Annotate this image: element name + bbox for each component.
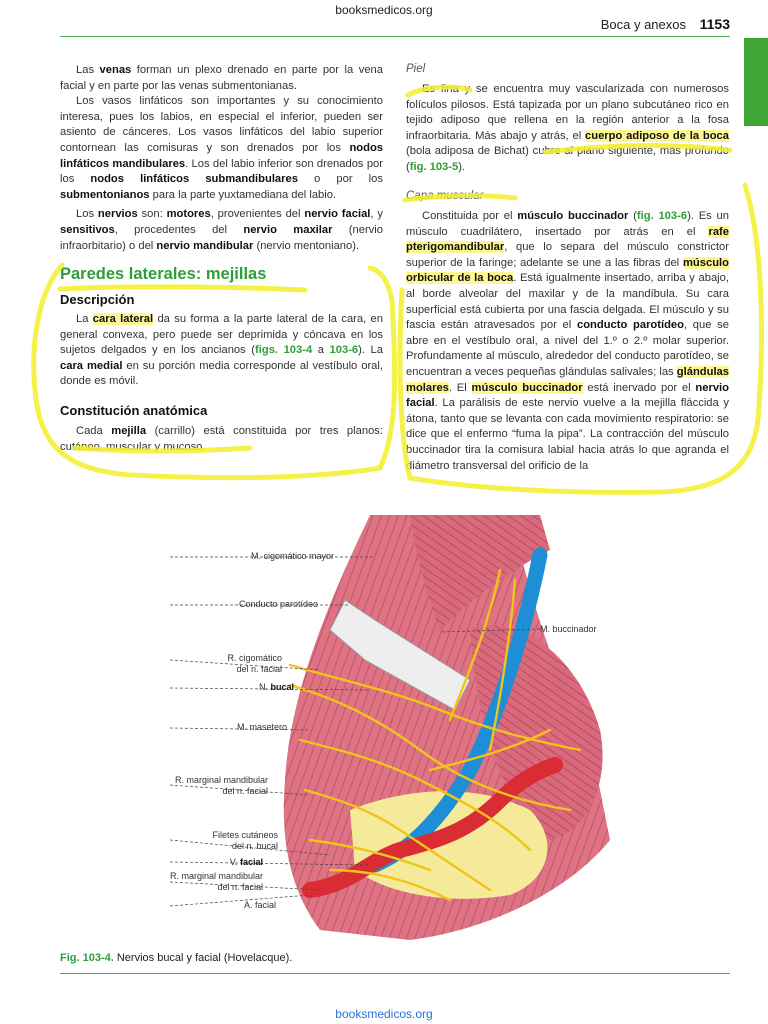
zygomaticus-muscle <box>410 515 550 630</box>
page-number: 1153 <box>699 16 730 32</box>
site-watermark-top[interactable]: booksmedicos.org <box>335 3 433 17</box>
chapter-thumb-tab <box>744 38 768 126</box>
label-masetero: M. masetero <box>236 722 287 732</box>
label-leaders <box>169 556 541 907</box>
highlight-stroke-plano <box>542 143 733 155</box>
anatomy-illustration <box>169 515 610 940</box>
subsection-descripcion: Descripción <box>60 292 135 307</box>
highlight-stroke-capa <box>402 193 518 203</box>
footer-rule <box>60 973 730 974</box>
header-rule <box>60 36 730 37</box>
left-column: Las venas forman un plexo drenado en par… <box>60 63 383 254</box>
paragraph-venas: Las venas forman un plexo drenado en par… <box>60 64 383 92</box>
label-conducto-parotideo: Conducto parotídeo <box>238 599 318 609</box>
paragraph-capa-muscular: Constituida por el músculo buccinador (f… <box>406 210 729 472</box>
label-v-facial: V. facial <box>229 857 263 867</box>
heading-piel: Piel <box>406 63 426 75</box>
paragraph-linfaticos: Los vasos linfáticos son importantes y s… <box>60 95 383 201</box>
facial-artery <box>302 757 563 898</box>
subsection-constitucion: Constitución anatómica <box>60 403 208 418</box>
running-header-section: Boca y anexos <box>600 17 686 32</box>
highlight-loop-left <box>31 262 398 481</box>
anatomy-figure <box>169 510 630 950</box>
buccal-fat <box>350 791 548 899</box>
paragraph-piel: Es fina y se encuentra muy vascularizada… <box>406 83 729 173</box>
highlight-loop-right <box>397 182 765 495</box>
label-a-facial: A. facial <box>243 900 276 910</box>
label-buccinador: M. buccinador <box>540 624 597 634</box>
highlight-stroke-piel <box>405 84 473 98</box>
label-cigomatico-mayor: M. cigomático mayor <box>250 551 334 561</box>
highlighter-annotations <box>31 84 765 495</box>
facial-nerve-branches <box>288 568 582 902</box>
paragraph-descripcion: La cara lateral da su forma a la parte l… <box>60 313 383 388</box>
paragraph-nervios: Los nervios son: motores, provenientes d… <box>60 208 383 252</box>
highlight-stroke-mejilla <box>72 445 253 454</box>
section-title: Paredes laterales: mejillas <box>60 265 267 283</box>
highlight-stroke-title <box>57 284 308 293</box>
figure-caption: Fig. 103-4. Nervios bucal y facial (Hove… <box>60 952 293 964</box>
label-n-bucal: N. bucal <box>258 682 294 692</box>
site-watermark-bottom[interactable]: booksmedicos.org <box>335 1007 433 1021</box>
